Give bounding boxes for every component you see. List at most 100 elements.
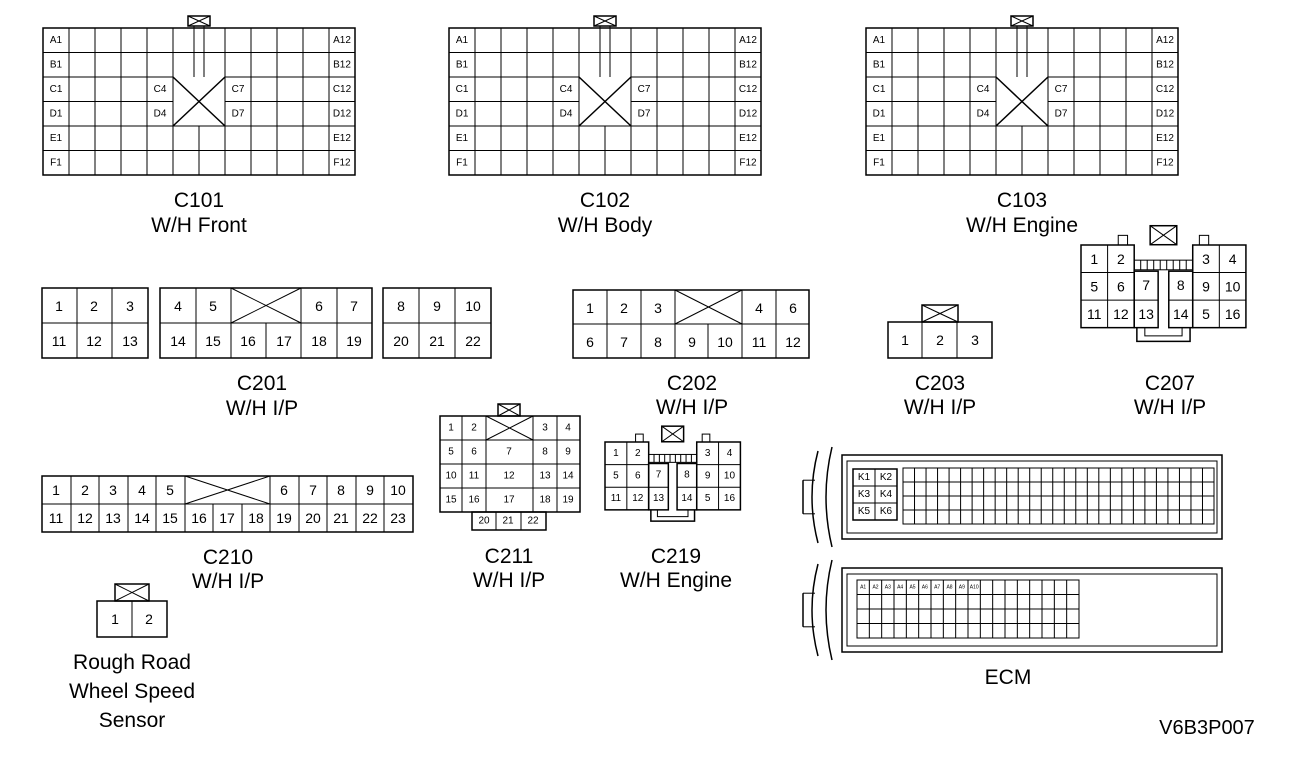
sensor-label-line1: Rough Road: [73, 651, 191, 674]
c201-pin-15: 15: [205, 333, 221, 349]
c210-pin-13: 13: [105, 510, 121, 526]
c210-pin-8: 8: [337, 482, 345, 498]
c210-pin-15: 15: [162, 510, 178, 526]
c103-pin-c12: C12: [1156, 84, 1175, 95]
c102-pin-f12: F12: [739, 157, 757, 168]
sensor-label-line2: Wheel Speed: [69, 680, 195, 703]
c201-pin-20: 20: [393, 333, 409, 349]
c201-pin-18: 18: [311, 333, 327, 349]
c203-pin-3: 3: [971, 332, 979, 348]
c211-pin-17: 17: [503, 495, 515, 506]
connector-sensor-face: 1 2: [96, 583, 168, 638]
ecm-pin-a6: A6: [922, 584, 928, 590]
c211-pin-7: 7: [506, 447, 512, 458]
c219-pin-9-12: 9: [705, 470, 711, 481]
c203-name-label: W/H I/P: [904, 396, 976, 419]
c211-pin-22: 22: [527, 516, 539, 527]
c210-pin-19: 19: [276, 510, 292, 526]
c201-pin-7: 7: [350, 298, 358, 314]
c207-pin-3-10: 3: [1202, 251, 1210, 267]
c101-pin-d4: D4: [154, 108, 167, 119]
c201-pin-17: 17: [276, 333, 292, 349]
c103-pin-e1: E1: [873, 133, 886, 144]
c207-pin-6-3: 6: [1117, 278, 1125, 294]
c103-pin-a12: A12: [1156, 35, 1174, 46]
c201-pin-11: 11: [52, 333, 67, 349]
c210-name-label: W/H I/P: [192, 570, 264, 593]
c103-pin-f1: F1: [873, 157, 885, 168]
c201-pin-19: 19: [346, 333, 362, 349]
c219-pin-4-11: 4: [727, 448, 733, 459]
c210-pin-12: 12: [77, 510, 93, 526]
c207-pin-9-12: 9: [1202, 278, 1210, 294]
c207-pin-13-7: 13: [1138, 306, 1154, 322]
c103-pin-c1: C1: [873, 84, 886, 95]
c103-pin-c4: C4: [977, 84, 990, 95]
c201-pin-21: 21: [429, 333, 445, 349]
c211-pin-16: 16: [468, 495, 480, 506]
c210-pin-23: 23: [390, 510, 406, 526]
c102-pin-b12: B12: [739, 59, 757, 70]
c102-pin-d7: D7: [638, 108, 651, 119]
c201-pin-13: 13: [122, 333, 138, 349]
c207-id-label: C207: [1145, 372, 1195, 395]
connector-c202-face: 1 2 3 4 6 6 7 8 9 10 11 12: [572, 289, 810, 359]
ecm-pin-a4: A4: [897, 584, 903, 590]
c202-pin-11: 11: [752, 334, 767, 350]
c211-pin-3: 3: [542, 423, 548, 434]
c202-pin-3: 3: [654, 300, 662, 316]
c101-pin-e12: E12: [333, 133, 351, 144]
c207-pin-7-6: 7: [1142, 277, 1150, 293]
c103-pin-d1: D1: [873, 108, 886, 119]
ecm-pin-a7: A7: [934, 584, 940, 590]
ecm-pin-k4: K4: [880, 489, 893, 500]
c219-pin-14-9: 14: [681, 493, 693, 504]
c210-id-label: C210: [203, 546, 253, 569]
c210-pin-6: 6: [280, 482, 288, 498]
c201-pin-3: 3: [126, 298, 134, 314]
c211-pin-19: 19: [562, 495, 574, 506]
c211-pin-13: 13: [539, 471, 551, 482]
c211-pin-11: 11: [469, 471, 480, 482]
c102-pin-d4: D4: [560, 108, 573, 119]
c219-name-label: W/H Engine: [620, 569, 732, 592]
c102-name-label: W/H Body: [558, 214, 653, 237]
c201-pin-2: 2: [90, 298, 98, 314]
c102-pin-c4: C4: [560, 84, 573, 95]
c201-pin-10: 10: [465, 298, 481, 314]
c202-pin-10: 10: [717, 334, 733, 350]
c103-pin-f12: F12: [1156, 157, 1174, 168]
c219-pin-2-1: 2: [635, 448, 641, 459]
ecm-pin-k6: K6: [880, 506, 893, 517]
c201-pin-12: 12: [86, 333, 102, 349]
c103-pin-a1: A1: [873, 35, 886, 46]
c102-pin-d1: D1: [456, 108, 469, 119]
c211-pin-9: 9: [565, 447, 571, 458]
c101-pin-c12: C12: [333, 84, 352, 95]
c102-pin-c1: C1: [456, 84, 469, 95]
c210-pin-2: 2: [81, 482, 89, 498]
c219-pin-13-7: 13: [653, 493, 665, 504]
c210-pin-21: 21: [333, 510, 349, 526]
ecm-pin-a3: A3: [885, 584, 891, 590]
c203-pin-1: 1: [901, 332, 909, 348]
c203-pin-2: 2: [936, 332, 944, 348]
c102-pin-c7: C7: [638, 84, 651, 95]
sensor-label-line3: Sensor: [99, 709, 166, 732]
c102-pin-c12: C12: [739, 84, 758, 95]
c211-pin-5: 5: [448, 447, 454, 458]
c210-pin-22: 22: [362, 510, 378, 526]
c102-pin-b1: B1: [456, 59, 469, 70]
c207-pin-4-11: 4: [1229, 251, 1237, 267]
c101-pin-f1: F1: [50, 157, 62, 168]
c210-pin-18: 18: [248, 510, 264, 526]
c103-pin-e12: E12: [1156, 133, 1174, 144]
c103-pin-b12: B12: [1156, 59, 1174, 70]
sensor-pin-1: 1: [111, 611, 119, 627]
c102-pin-a1: A1: [456, 35, 469, 46]
c103-id-label: C103: [997, 189, 1047, 212]
c103-pin-d4: D4: [977, 108, 990, 119]
